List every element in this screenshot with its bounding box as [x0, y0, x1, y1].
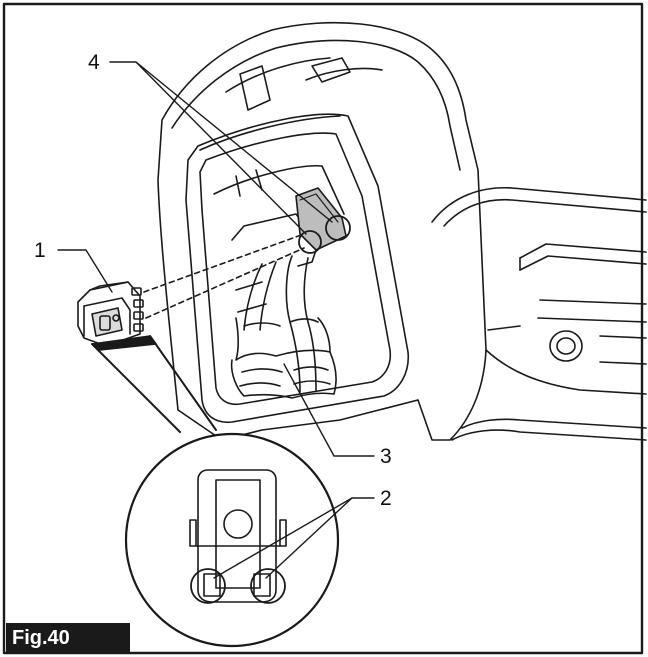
plug-pin — [133, 323, 144, 332]
figure-label: Fig.40 — [6, 623, 130, 653]
cable-grommet — [230, 255, 337, 399]
callout-4: 4 — [88, 51, 100, 74]
tool-handle — [431, 186, 647, 441]
connector-plug — [77, 281, 144, 347]
insertion-guide — [143, 233, 305, 293]
plug-pin — [133, 311, 144, 320]
highlight-circle-socket — [298, 230, 322, 254]
leader-lines — [57, 61, 375, 579]
callout-1: 1 — [34, 239, 46, 262]
plug-pin — [131, 287, 142, 296]
plug-pin — [133, 299, 144, 308]
tool-housing — [157, 21, 487, 441]
highlight-circle-socket — [325, 215, 351, 241]
connector-socket — [295, 187, 347, 267]
detail-magnifier — [91, 335, 340, 648]
insertion-guide — [145, 247, 305, 319]
callout-2: 2 — [380, 487, 392, 510]
callout-3: 3 — [380, 445, 392, 468]
